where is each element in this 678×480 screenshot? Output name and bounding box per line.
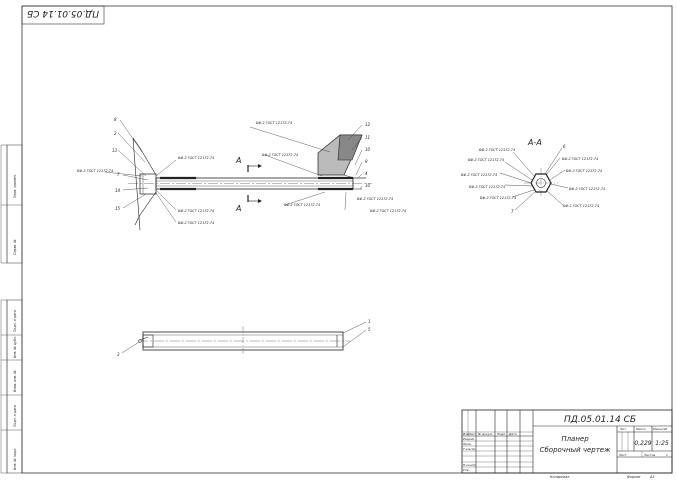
col-header-1: Масса xyxy=(636,427,646,431)
margin-lower-outer xyxy=(0,299,8,474)
margin-upper-0: Перв. примен. xyxy=(13,174,17,198)
weld-label-s5: БФ-2 ГОСТ 12172-74 xyxy=(480,196,516,200)
callout-main-5: 15 xyxy=(115,206,121,211)
role-0: Разраб. xyxy=(463,437,475,441)
margin-lower-1: Инв. № дубл. xyxy=(13,336,17,358)
weld-label-7: БФ-2 ГОСТ 12172-74 xyxy=(284,203,320,207)
callout-main-9: 9 xyxy=(365,159,368,164)
title-code: ПД.05.01.14 СБ xyxy=(564,415,636,425)
callout-lower-1: 5 xyxy=(368,327,371,332)
callout-main-0: 8 xyxy=(114,117,117,122)
role-1: Пров. xyxy=(463,442,472,446)
title-name-2: Сборочный чертеж xyxy=(540,446,611,454)
margin-lower-0: Подп. и дата xyxy=(13,310,17,332)
main-view xyxy=(128,134,372,231)
rev-header-1: Лист xyxy=(468,432,477,436)
margin-upper-outer xyxy=(0,144,8,264)
mass-value: 0,229 xyxy=(634,440,651,447)
callout-main-11: 10 xyxy=(365,183,371,188)
rev-header-2: № докум. xyxy=(477,432,493,436)
rev-header-3: Подп. xyxy=(497,432,506,436)
rev-header-0: Изм. xyxy=(463,432,470,436)
format-value: А3 xyxy=(649,475,654,479)
weld-label-3: БФ-2 ГОСТ 12172-74 xyxy=(178,209,214,213)
lower-view xyxy=(121,321,367,356)
callout-main-3: 7 xyxy=(117,172,120,177)
weld-label-s6: БФ-2 ГОСТ 12172-74 xyxy=(562,157,598,161)
section-title: А-А xyxy=(527,138,542,147)
scale-value: 1:25 xyxy=(655,440,669,447)
callout-main-1: 2 xyxy=(114,131,117,136)
weld-label-s4: БФ-2 ГОСТ 12172-74 xyxy=(469,185,505,189)
weld-label-s1: БФ-2 ГОСТ 12172-74 xyxy=(479,148,515,152)
weld-label-1: БФ-2 ГОСТ 12172-74 xyxy=(178,156,214,160)
callout-main-7: 11 xyxy=(365,135,370,140)
rotated-code: ПД.05.01.14 СБ xyxy=(27,8,99,18)
weld-label-s2: БФ-2 ГОСТ 12172-74 xyxy=(468,158,504,162)
weld-label-6: БФ-2 ГОСТ 12172-74 xyxy=(262,153,298,157)
callout-section-0: 6 xyxy=(563,144,566,149)
weld-label-4: БФ-2 ГОСТ 12172-74 xyxy=(178,221,214,225)
rev-header-4: Дата xyxy=(508,432,517,436)
callout-lower-0: 1 xyxy=(368,319,371,324)
section-view xyxy=(499,147,569,211)
format-label: Формат xyxy=(627,475,642,479)
code-box xyxy=(21,5,105,25)
sheet-label: Лист xyxy=(618,453,627,457)
callout-main-8: 10 xyxy=(365,147,371,152)
sheets-label: Листов xyxy=(643,453,655,457)
margin-upper-1: Справ. № xyxy=(13,239,17,255)
callout-main-2: 13 xyxy=(112,148,118,153)
sheets-count: 1 xyxy=(666,453,668,457)
margin-lower-3: Подп. и дата xyxy=(13,405,17,427)
callout-main-10: 4 xyxy=(365,171,368,176)
inner-frame xyxy=(21,5,673,474)
callout-section-1: 7 xyxy=(511,209,514,214)
role-3: Н.контр. xyxy=(463,463,476,467)
weld-label-9: БФ-2 ГОСТ 12172-74 xyxy=(370,209,406,213)
weld-label-s7: БФ-2 ГОСТ 12172-74 xyxy=(566,169,602,173)
weld-label-5: БФ-2 ГОСТ 12172-74 xyxy=(256,121,292,125)
weld-label-s8: БФ-2 ГОСТ 12172-74 xyxy=(569,187,605,191)
margin-lower-4: Инв. № подл. xyxy=(13,448,17,470)
section-mark-bottom: А xyxy=(235,204,241,213)
weld-label-s3: БФ-2 ГОСТ 12172-74 xyxy=(461,173,497,177)
main-leaders xyxy=(104,119,363,223)
role-4: Утв. xyxy=(463,468,469,472)
weld-label-8: БФ-2 ГОСТ 12172-74 xyxy=(357,197,393,201)
col-header-0: Лит. xyxy=(619,427,627,431)
section-mark-top: А xyxy=(235,156,241,165)
copied-label: Копировал xyxy=(550,475,570,479)
callout-main-4: 14 xyxy=(115,188,121,193)
weld-label-s9: БФ-2 ГОСТ 12172-74 xyxy=(563,204,599,208)
col-header-2: Масштаб xyxy=(653,427,667,431)
title-block-frame xyxy=(461,409,673,474)
weld-label-2: БФ-2 ГОСТ 12172-74 xyxy=(77,169,113,173)
role-2: Т.контр. xyxy=(463,447,476,451)
margin-lower-2: Взам. инв. № xyxy=(13,370,17,392)
callout-main-6: 12 xyxy=(365,122,371,127)
title-name-1: Планер xyxy=(561,435,589,443)
callout-lower-2: 3 xyxy=(117,352,120,357)
